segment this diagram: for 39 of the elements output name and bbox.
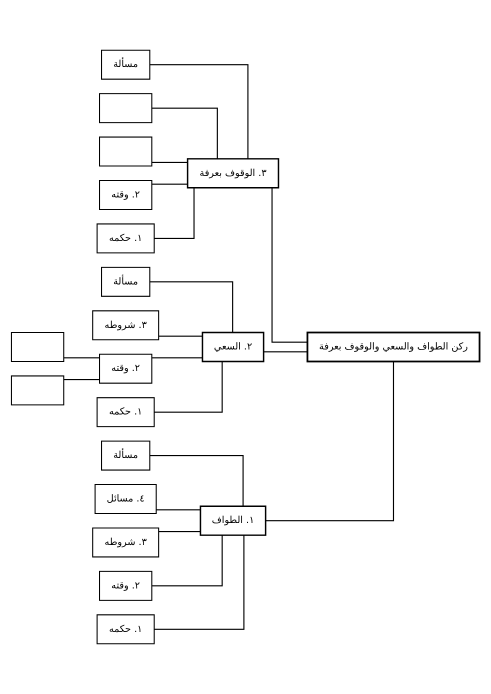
- connector: [150, 281, 234, 332]
- connector: [64, 379, 100, 380]
- connector: [152, 536, 223, 586]
- connector: [158, 336, 202, 337]
- node-box: مسألة: [101, 50, 150, 80]
- node-box: [99, 136, 152, 167]
- node-box: [10, 375, 64, 406]
- connector: [152, 357, 202, 358]
- connector: [152, 184, 188, 185]
- connector: [150, 64, 248, 159]
- node-box: ٢. السعي: [202, 332, 264, 362]
- node-box: ٤. مسائل: [94, 484, 157, 514]
- node-box: مسألة: [101, 266, 150, 297]
- connector: [156, 509, 200, 510]
- connector: [154, 362, 223, 413]
- node-box: ١. حكمه: [96, 223, 155, 254]
- node-box: ٣. شروطه: [92, 527, 160, 558]
- node-box: ٢. وقته: [99, 354, 152, 384]
- connector: [152, 108, 218, 158]
- node-box: ١. حكمه: [96, 397, 155, 428]
- node-box: ٣. الوقوف بعرفة: [186, 158, 280, 188]
- node-box: ٣. شروطه: [92, 310, 160, 340]
- connector: [266, 362, 394, 522]
- connector: [264, 351, 308, 352]
- node-box: ركن الطواف والسعي والوقوف بعرفة: [306, 332, 480, 362]
- connector: [271, 188, 308, 343]
- connector: [154, 535, 244, 630]
- connector: [150, 455, 244, 506]
- connector: [154, 188, 195, 239]
- node-box: ١. حكمه: [96, 614, 155, 644]
- connector: [152, 162, 188, 163]
- node-box: ٢. وقته: [99, 570, 152, 601]
- connector: [64, 357, 100, 358]
- node-box: [10, 332, 64, 362]
- node-box: ١. الطواف: [200, 506, 266, 536]
- connector: [159, 531, 200, 532]
- node-box: ٢. وقته: [99, 180, 152, 210]
- node-box: [99, 93, 152, 124]
- node-box: مسألة: [101, 440, 150, 471]
